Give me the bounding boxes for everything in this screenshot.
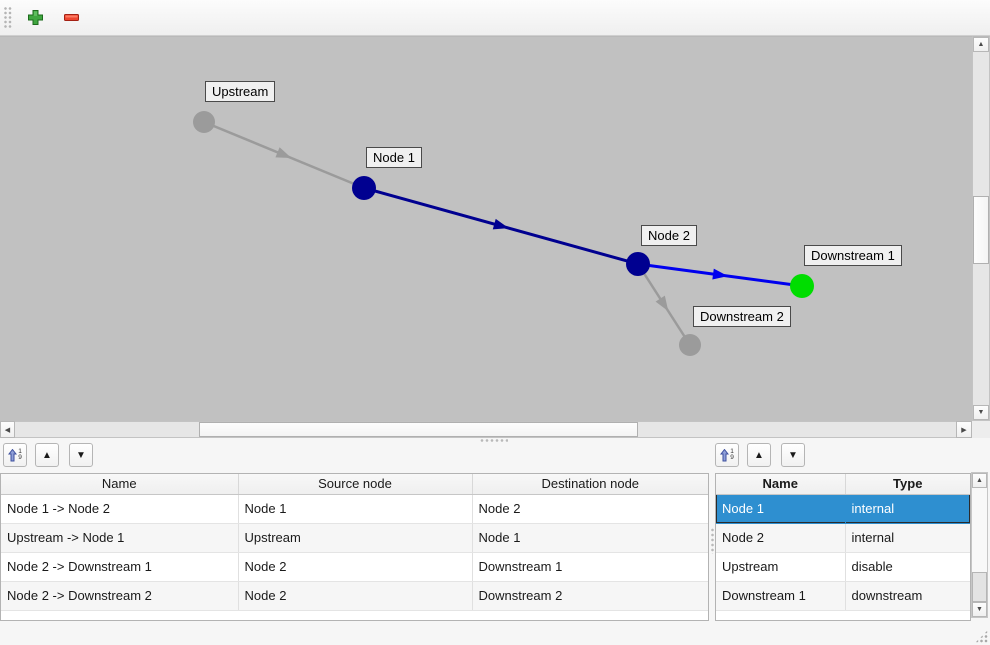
edges-move-up-button[interactable]: ▲ <box>35 443 59 467</box>
table-cell[interactable]: Node 1 <box>716 494 846 524</box>
table-cell[interactable]: Downstream 2 <box>472 581 708 611</box>
up-triangle-icon: ▲ <box>754 449 764 461</box>
table-cell[interactable]: Node 2 -> Downstream 2 <box>1 581 239 611</box>
edge-arrow-icon <box>712 268 728 280</box>
nodes-move-down-button[interactable]: ▼ <box>781 443 805 467</box>
graph-node[interactable] <box>790 274 814 298</box>
horizontal-scrollbar-thumb[interactable] <box>199 422 638 437</box>
table-cell[interactable]: internal <box>845 523 970 553</box>
table-cell[interactable]: Downstream 1 <box>472 552 708 582</box>
table-cell[interactable]: Upstream <box>716 552 846 582</box>
vertical-scrollbar-thumb[interactable] <box>973 196 989 264</box>
edges-move-down-button[interactable]: ▼ <box>69 443 93 467</box>
table-cell[interactable]: Node 1 <box>472 523 708 553</box>
nodes-move-up-button[interactable]: ▲ <box>747 443 771 467</box>
table-cell[interactable]: Node 2 <box>238 552 473 582</box>
table-cell[interactable]: internal <box>845 494 970 524</box>
edge-arrow-icon <box>492 218 509 230</box>
table-cell[interactable]: Node 2 <box>472 494 708 524</box>
table-scrollbar-thumb[interactable] <box>972 572 987 602</box>
column-header[interactable]: Name <box>716 474 846 495</box>
scroll-right-icon[interactable]: ▶ <box>956 421 972 438</box>
table-cell[interactable]: Downstream 1 <box>716 581 846 611</box>
scroll-down-icon[interactable]: ▼ <box>973 405 989 420</box>
table-cell[interactable]: Node 2 -> Downstream 1 <box>1 552 239 582</box>
table-cell[interactable]: Upstream -> Node 1 <box>1 523 239 553</box>
toolbar-drag-handle[interactable] <box>4 6 13 29</box>
column-header[interactable]: Source node <box>238 474 473 495</box>
splitter-handle-vertical[interactable] <box>709 443 715 621</box>
down-triangle-icon: ▼ <box>76 449 86 461</box>
canvas-vertical-scrollbar[interactable]: ▲ ▼ <box>972 36 990 421</box>
canvas-horizontal-scrollbar[interactable]: ◀ ▶ <box>0 421 990 438</box>
nodes-table-scrollbar[interactable]: ▲ ▼ <box>971 472 988 618</box>
table-cell[interactable]: Upstream <box>238 523 473 553</box>
window-resize-grip[interactable] <box>975 630 988 643</box>
remove-button[interactable] <box>57 4 85 32</box>
node-label[interactable]: Downstream 1 <box>804 245 902 266</box>
green-plus-icon <box>27 10 43 25</box>
scrollbar-corner <box>972 421 990 438</box>
column-header[interactable]: Name <box>1 474 239 495</box>
edge-arrow-icon <box>275 147 292 159</box>
statusbar <box>0 621 990 645</box>
red-minus-icon <box>63 14 79 21</box>
node-label[interactable]: Node 2 <box>641 225 697 246</box>
node-label[interactable]: Upstream <box>205 81 276 102</box>
graph-svg <box>193 111 814 356</box>
main-toolbar <box>0 0 990 36</box>
column-header[interactable]: Destination node <box>472 474 708 495</box>
scroll-left-icon[interactable]: ◀ <box>0 421 15 438</box>
edge-arrow-icon <box>655 295 669 312</box>
down-triangle-icon: ▼ <box>788 449 798 461</box>
horizontal-scrollbar-track[interactable] <box>0 421 972 438</box>
table-cell[interactable]: Node 1 -> Node 2 <box>1 494 239 524</box>
scroll-down-icon[interactable]: ▼ <box>972 602 987 617</box>
add-button[interactable] <box>21 4 49 32</box>
graph-node[interactable] <box>679 334 701 356</box>
splitter-handle-horizontal[interactable] <box>480 438 508 443</box>
table-cell[interactable]: disable <box>845 552 970 582</box>
graph-node[interactable] <box>626 252 650 276</box>
graph-node[interactable] <box>193 111 215 133</box>
node-label[interactable]: Node 1 <box>366 147 422 168</box>
node-label[interactable]: Downstream 2 <box>693 306 791 327</box>
up-triangle-icon: ▲ <box>42 449 52 461</box>
scroll-up-icon[interactable]: ▲ <box>972 473 987 488</box>
table-cell[interactable]: Node 2 <box>238 581 473 611</box>
column-header[interactable]: Type <box>845 474 970 495</box>
scroll-up-icon[interactable]: ▲ <box>973 37 989 52</box>
table-cell[interactable]: downstream <box>845 581 970 611</box>
table-cell[interactable]: Node 2 <box>716 523 846 553</box>
graph-node[interactable] <box>352 176 376 200</box>
table-cell[interactable]: Node 1 <box>238 494 473 524</box>
